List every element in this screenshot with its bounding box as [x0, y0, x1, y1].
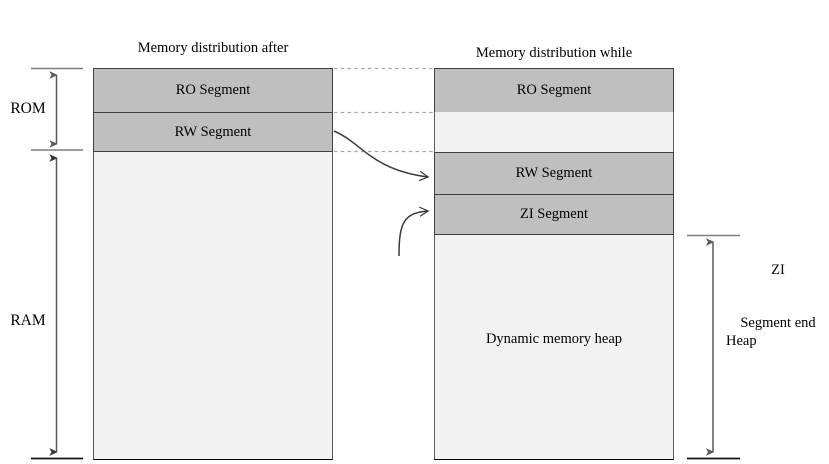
right-rw-segment-label: RW Segment	[515, 165, 593, 181]
right-panel-title-line-1: Memory distribution while	[475, 45, 633, 62]
left-panel-title-line-1: Memory distribution after	[137, 40, 289, 57]
left-ro-segment: RO Segment	[93, 68, 333, 113]
zi-creation-arrow	[398, 206, 430, 257]
right-dimension-annotations	[687, 234, 740, 460]
right-zi-segment-label: ZI Segment	[519, 206, 589, 222]
rw-relocation-arrow	[333, 130, 430, 182]
left-rw-segment: RW Segment	[93, 112, 333, 152]
left-free-area	[93, 151, 333, 460]
heap-span-label: Heap	[726, 333, 757, 349]
right-rw-segment: RW Segment	[434, 152, 674, 195]
left-rw-segment-label: RW Segment	[174, 123, 252, 140]
left-dimension-annotations	[31, 67, 83, 460]
ram-span-label: RAM	[10, 312, 46, 329]
flow-arrows	[333, 130, 430, 257]
zi-segment-end-label: ZI Segment end	[728, 227, 828, 369]
right-heap-area: Dynamic memory heap	[434, 234, 674, 460]
right-heap-area-label: Dynamic memory heap	[485, 330, 623, 347]
panel-connectors	[334, 67, 433, 153]
right-zi-segment: ZI Segment	[434, 194, 674, 235]
zi-segment-end-label-line-2: Segment end	[740, 315, 816, 332]
right-gap-area	[434, 112, 674, 152]
zi-segment-end-label-line-1: ZI	[771, 262, 785, 279]
left-ro-segment-label: RO Segment	[175, 82, 251, 98]
right-ro-segment-label: RO Segment	[516, 82, 592, 98]
rom-span-label: ROM	[10, 100, 46, 117]
right-ro-segment: RO Segment	[434, 68, 674, 113]
